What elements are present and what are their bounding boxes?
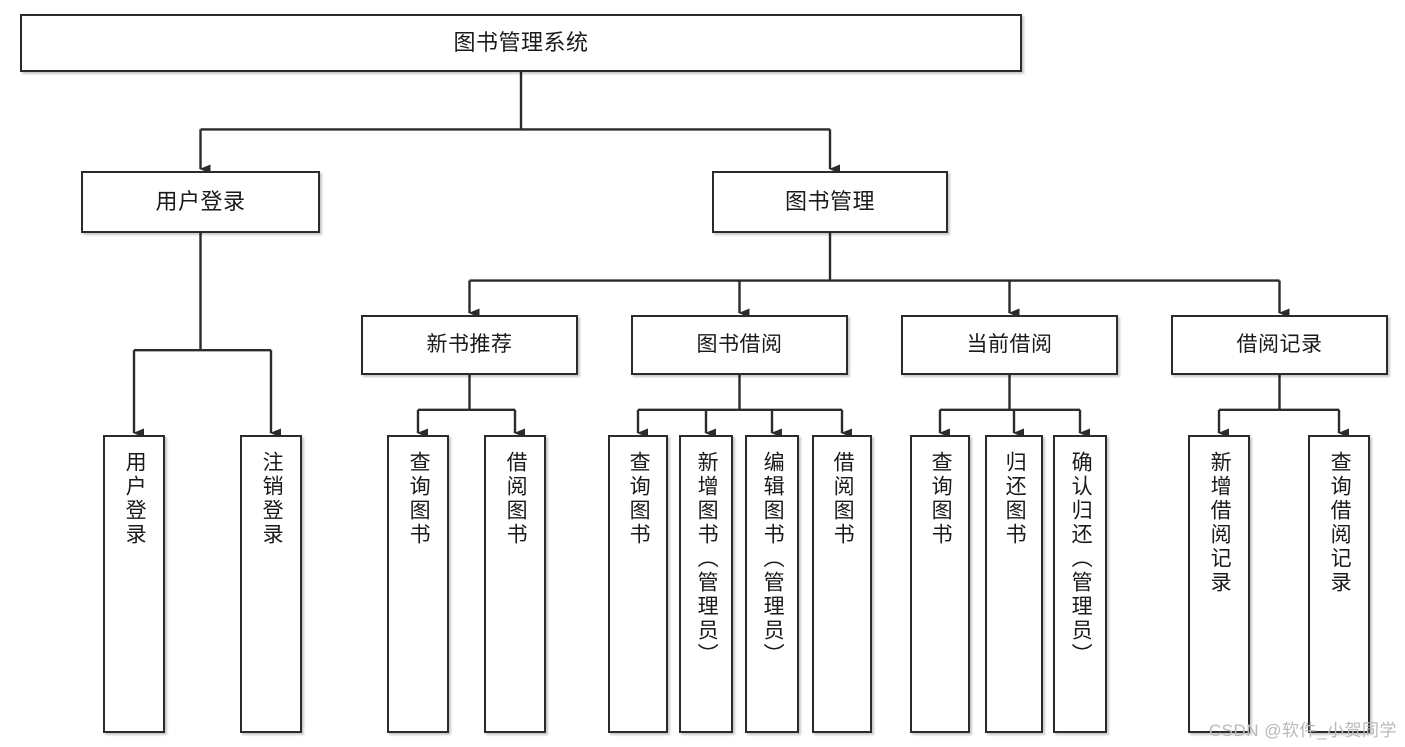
- node-new-book-recommendation-label: 新书推荐: [426, 332, 513, 356]
- node-leaf-return-book-label: 归还图书: [1003, 451, 1027, 547]
- node-root[interactable]: 图书管理系统: [20, 14, 1022, 72]
- node-leaf-edit-book[interactable]: 编辑图书（管理员）: [745, 435, 799, 733]
- node-leaf-borrow-book-1[interactable]: 借阅图书: [484, 435, 546, 733]
- node-leaf-borrow-book-2[interactable]: 借阅图书: [812, 435, 872, 733]
- node-leaf-confirm-return-label: 确认归还（管理员）: [1069, 451, 1093, 667]
- node-leaf-borrow-book-2-label: 借阅图书: [831, 451, 855, 547]
- node-leaf-add-record-label: 新增借阅记录: [1208, 451, 1232, 595]
- node-borrow-records[interactable]: 借阅记录: [1171, 315, 1388, 375]
- node-book-borrowing[interactable]: 图书借阅: [631, 315, 848, 375]
- node-leaf-confirm-return[interactable]: 确认归还（管理员）: [1053, 435, 1107, 733]
- node-leaf-query-book-1-label: 查询图书: [407, 451, 431, 547]
- node-new-book-recommendation[interactable]: 新书推荐: [361, 315, 578, 375]
- node-borrow-records-label: 借阅记录: [1236, 332, 1323, 356]
- node-leaf-query-book-2-label: 查询图书: [627, 451, 651, 547]
- edge-group: [132, 72, 1349, 438]
- node-leaf-add-record[interactable]: 新增借阅记录: [1188, 435, 1250, 733]
- watermark-text: CSDN @软件_小贺同学: [1208, 721, 1397, 740]
- node-leaf-query-book-2[interactable]: 查询图书: [608, 435, 668, 733]
- node-book-borrowing-label: 图书借阅: [696, 332, 783, 356]
- node-current-borrowing[interactable]: 当前借阅: [901, 315, 1118, 375]
- node-leaf-add-book-label: 新增图书（管理员）: [695, 451, 719, 667]
- node-leaf-query-record-label: 查询借阅记录: [1328, 451, 1352, 595]
- node-leaf-return-book[interactable]: 归还图书: [985, 435, 1043, 733]
- node-leaf-query-book-3-label: 查询图书: [929, 451, 953, 547]
- node-leaf-query-book-1[interactable]: 查询图书: [387, 435, 449, 733]
- node-leaf-borrow-book-1-label: 借阅图书: [504, 451, 528, 547]
- node-current-borrowing-label: 当前借阅: [966, 332, 1053, 356]
- node-user-login-label: 用户登录: [155, 189, 246, 215]
- node-leaf-query-book-3[interactable]: 查询图书: [910, 435, 970, 733]
- node-leaf-query-record[interactable]: 查询借阅记录: [1308, 435, 1370, 733]
- node-leaf-user-login[interactable]: 用户登录: [103, 435, 165, 733]
- node-book-management-label: 图书管理: [784, 189, 875, 215]
- node-leaf-logout-label: 注销登录: [260, 451, 284, 547]
- node-root-label: 图书管理系统: [453, 30, 589, 56]
- node-leaf-logout[interactable]: 注销登录: [240, 435, 302, 733]
- node-leaf-user-login-label: 用户登录: [123, 451, 147, 547]
- node-book-management[interactable]: 图书管理: [712, 171, 948, 233]
- node-leaf-edit-book-label: 编辑图书（管理员）: [761, 451, 785, 667]
- node-user-login[interactable]: 用户登录: [81, 171, 320, 233]
- node-leaf-add-book[interactable]: 新增图书（管理员）: [679, 435, 733, 733]
